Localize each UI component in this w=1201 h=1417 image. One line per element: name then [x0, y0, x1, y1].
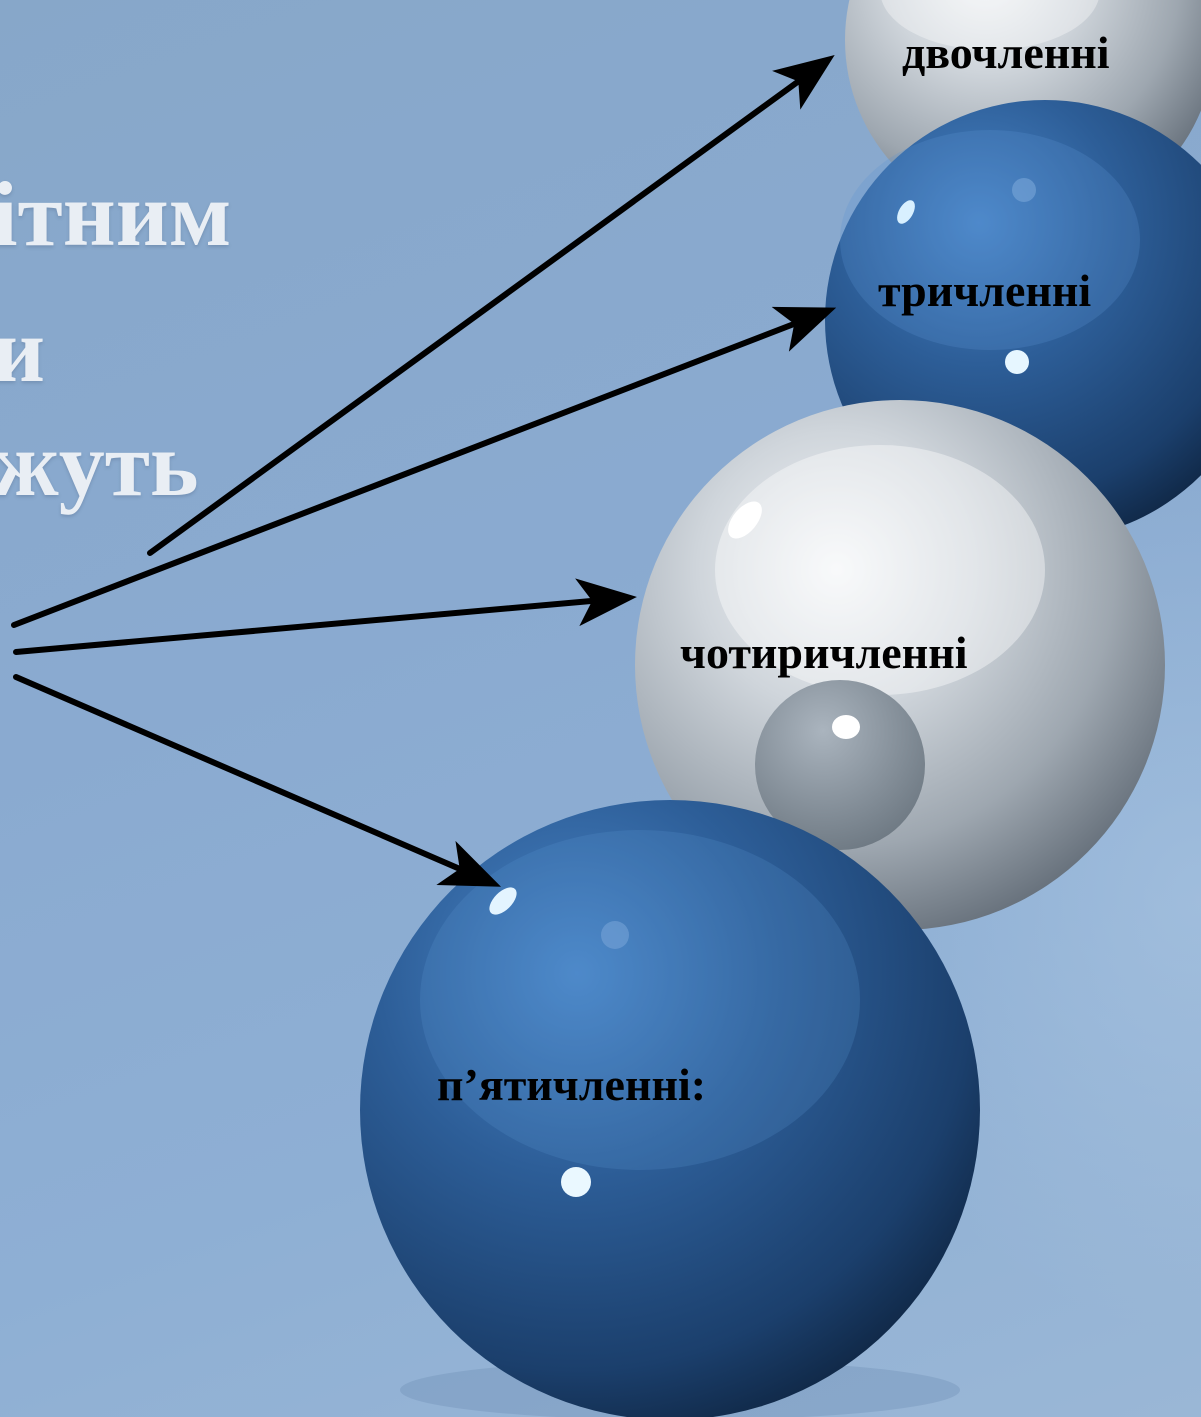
heading-line-3: жуть	[0, 413, 199, 515]
arrow-to-top-ball	[147, 54, 835, 556]
arrows-group	[11, 54, 837, 887]
arrow-to-second-ball	[11, 306, 837, 628]
ball-blue-bottom	[360, 800, 980, 1417]
ball-label-4: п’ятичленні:	[437, 1059, 707, 1110]
ball-label-3: чотиричленні	[680, 627, 968, 678]
ball-label-2: тричленні	[878, 265, 1092, 316]
heading-line-2: и	[0, 299, 46, 401]
ball-label-1: двочленні	[902, 27, 1110, 78]
heading-line-1: ітним	[0, 163, 232, 265]
arrow-to-bottom-ball	[13, 674, 502, 887]
arrow-to-third-ball	[13, 578, 637, 655]
ball-silver-third	[635, 400, 1165, 930]
